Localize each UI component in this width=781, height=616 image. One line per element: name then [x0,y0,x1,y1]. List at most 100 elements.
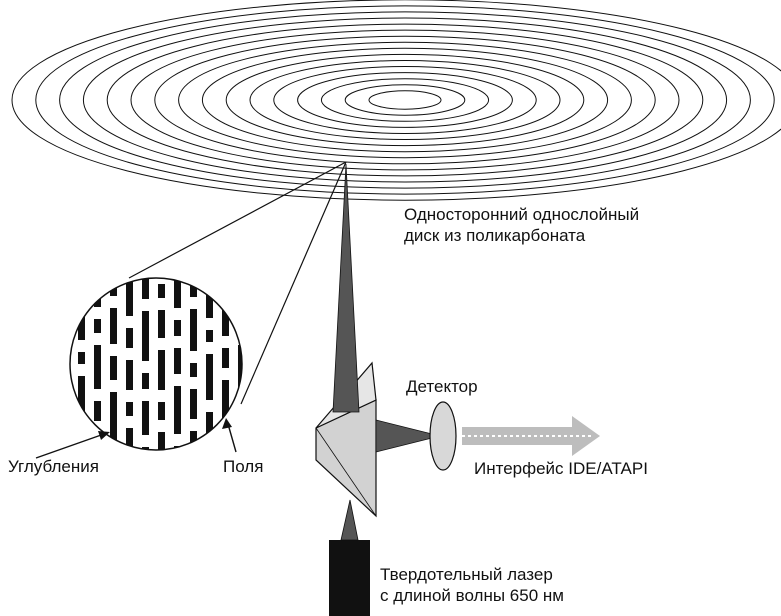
disc-track-ring [273,66,537,134]
pit-mark [158,310,165,338]
disc-label-line2: диск из поликарбоната [404,226,586,245]
disc-track-ring [154,35,656,165]
disc-track-ring [178,41,632,159]
pit-mark [206,330,213,342]
pit-mark [206,284,213,318]
pit-mark [126,328,133,348]
pit-mark [174,386,181,434]
pit-mark [142,401,149,435]
pit-mark [110,356,117,380]
pit-mark [190,495,197,513]
interface-label: Интерфейс IDE/ATAPI [474,459,648,478]
laser-beam-lower [340,499,359,541]
pit-mark [238,315,242,333]
disc-track-ring [297,72,513,128]
pit-mark [94,571,101,595]
disc-label: Односторонний однослойный диск из полика… [404,204,639,246]
disc-track-ring [344,84,466,116]
pit-mark [110,392,117,450]
pit-mark [110,462,117,480]
pit-mark [110,534,117,576]
disc-track-ring [59,11,751,189]
disc-track-ring [249,60,561,140]
pit-mark [190,363,197,377]
pit-mark [94,401,101,421]
pits-label: Углубления [8,457,99,476]
pit-mark [238,405,242,419]
pit-mark [174,278,181,308]
pit-mark [126,402,133,416]
pit-mark [238,278,242,303]
pit-mark [142,447,149,450]
pit-mark [126,428,133,450]
pit-mark [158,500,165,520]
laser-label-line2: с длиной волны 650 нм [380,586,564,605]
pit-mark [78,604,85,616]
pit-mark [78,472,85,506]
pit-mark [158,402,165,420]
pit-mark [142,373,149,389]
disc-label-line1: Односторонний однослойный [404,205,640,224]
magnifier [69,277,245,616]
disc-track-ring [35,5,775,195]
pit-mark [110,308,117,344]
lands-pointer-arrow [222,418,237,453]
pit-mark [94,521,101,559]
detector-label: Детектор [406,377,478,396]
pit-mark [94,319,101,333]
pit-mark [190,525,197,551]
pit-mark [126,360,133,390]
pit-mark [158,284,165,298]
pit-mark [126,480,133,506]
pit-mark [78,352,85,364]
disc-track-ring [368,90,442,110]
pit-mark [190,431,197,450]
lands-label: Поля [223,457,264,476]
pit-mark [238,477,245,499]
pit-mark [94,345,101,389]
pit-mark [222,278,229,286]
pit-mark [222,348,229,368]
pit-mark [238,511,245,551]
pit-mark [222,500,229,536]
pit-mark [142,471,149,515]
disc-track-ring [11,0,781,201]
pit-mark [174,348,181,374]
pit-mark [110,492,117,522]
laser-label-line1: Твердотельный лазер [380,565,553,584]
zoom-lines [128,161,347,405]
pit-mark [126,548,133,584]
disc-track-ring [106,23,704,177]
pit-mark [174,518,181,540]
pit-mark [174,472,181,506]
pit-mark [238,345,242,393]
pit-mark [206,446,213,450]
pit-mark [206,474,213,514]
pit-mark [190,278,197,297]
interface-output-arrow [462,416,600,456]
pit-mark [78,518,85,534]
pit-mark [78,278,85,288]
pit-mark [142,311,149,361]
pit-mark [206,354,213,400]
pit-mark [126,278,133,316]
pit-mark [222,380,229,424]
disc-track-ring [201,47,609,153]
pit-mark [158,432,165,450]
detector-beam [375,419,441,453]
disc-tracks [11,0,781,201]
pit-mark [158,350,165,390]
pits-pointer-arrow [35,431,110,459]
disc-track-ring [320,78,490,122]
pit-mark [174,320,181,336]
pit-mark [190,389,197,419]
disc-track-ring [82,17,728,183]
pit-mark [78,376,85,426]
pit-mark [158,532,165,562]
disc-track-ring [225,53,585,147]
pit-mark [78,546,85,592]
laser-body [329,540,370,616]
pit-mark [110,284,117,296]
detector-lens [429,401,457,471]
